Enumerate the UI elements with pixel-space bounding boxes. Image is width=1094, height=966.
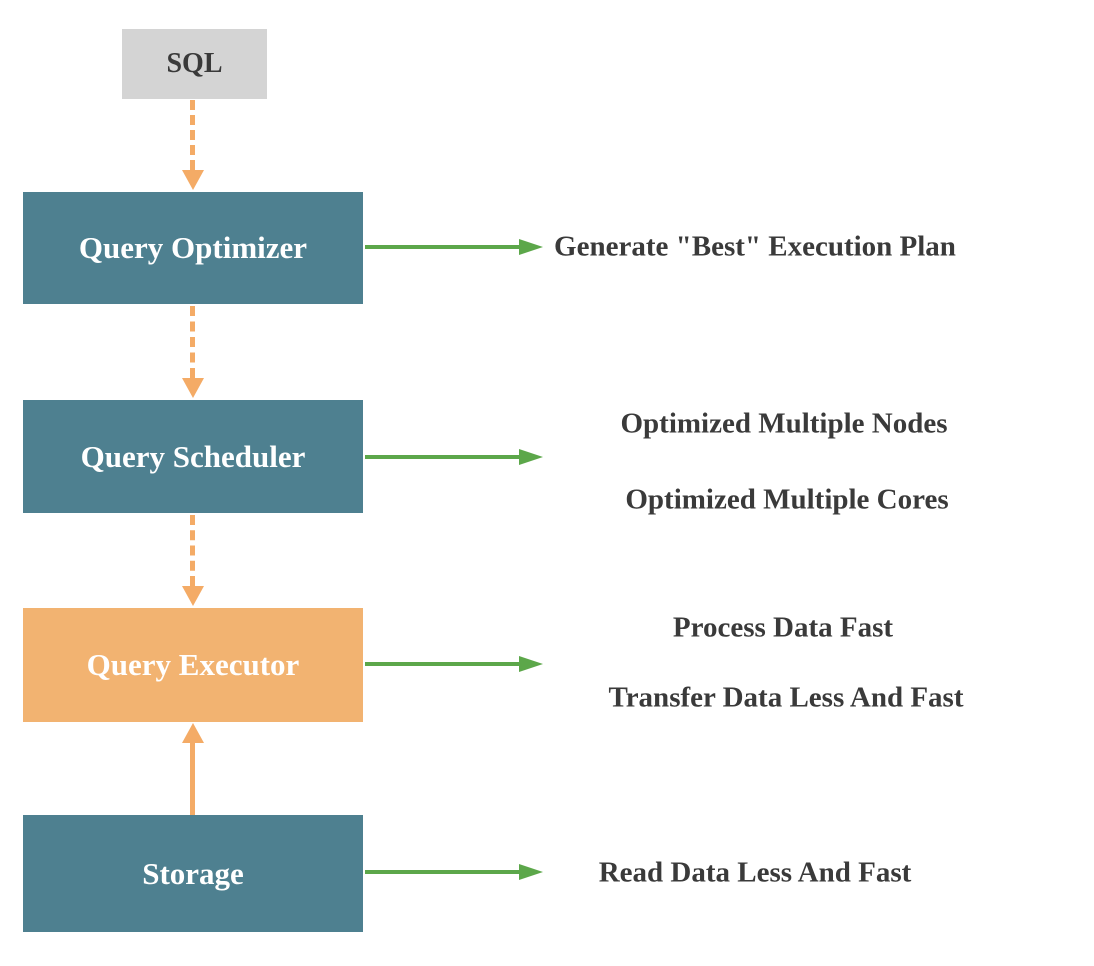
node-sql: SQL: [122, 29, 267, 99]
annotation-storage: Read Data Less And Fast: [598, 856, 912, 889]
green-arrow-storage-line: [365, 870, 521, 874]
dashed-arrow-scheduler-to-executor-head-icon: [182, 586, 204, 606]
solid-arrow-storage-to-executor-head-icon: [182, 723, 204, 743]
dashed-arrow-scheduler-to-executor-line: [190, 515, 195, 586]
green-arrow-executor-line: [365, 662, 521, 666]
node-query-optimizer-label: Query Optimizer: [78, 230, 308, 265]
annotation-executor-line1: Process Data Fast: [672, 611, 894, 644]
annotation-optimizer: Generate "Best" Execution Plan: [554, 230, 956, 263]
green-arrow-optimizer-line: [365, 245, 521, 249]
node-storage-label: Storage: [142, 855, 244, 891]
node-query-scheduler-label: Query Scheduler: [80, 438, 306, 474]
dashed-arrow-sql-to-optimizer-head-icon: [182, 170, 204, 190]
node-query-executor: Query Executor: [23, 608, 363, 722]
node-sql-label: SQL: [166, 48, 223, 79]
solid-arrow-storage-to-executor-line: [190, 743, 195, 815]
annotation-scheduler-line2: Optimized Multiple Cores: [625, 483, 949, 516]
green-arrow-optimizer-head-icon: [519, 239, 543, 255]
annotation-scheduler-line1: Optimized Multiple Nodes: [620, 407, 948, 440]
dashed-arrow-sql-to-optimizer-line: [190, 100, 195, 170]
node-storage: Storage: [23, 815, 363, 932]
dashed-arrow-optimizer-to-scheduler-line: [190, 306, 195, 378]
green-arrow-scheduler-head-icon: [519, 449, 543, 465]
dashed-arrow-optimizer-to-scheduler-head-icon: [182, 378, 204, 398]
node-query-optimizer: Query Optimizer: [23, 192, 363, 304]
green-arrow-storage-head-icon: [519, 864, 543, 880]
annotation-executor-line2: Transfer Data Less And Fast: [608, 681, 964, 714]
node-query-executor-label: Query Executor: [86, 647, 300, 682]
node-query-scheduler: Query Scheduler: [23, 400, 363, 513]
green-arrow-scheduler-line: [365, 455, 521, 459]
green-arrow-executor-head-icon: [519, 656, 543, 672]
